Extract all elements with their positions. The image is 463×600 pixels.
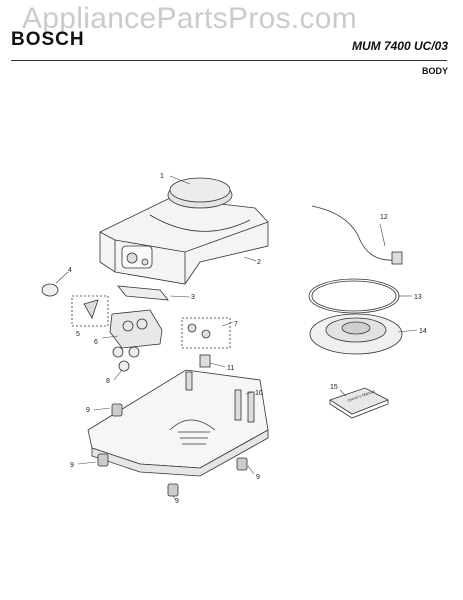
callout-9-b: 9 (70, 462, 74, 469)
part-group-box-7 (181, 317, 231, 349)
foot-part (97, 403, 248, 497)
housing-part (99, 177, 269, 285)
callout-5: 5 (76, 331, 80, 338)
owners-manual-part (329, 387, 389, 415)
knob-cap-part (41, 283, 59, 297)
buttons-part (112, 346, 140, 372)
model-number: MUM 7400 UC/03 (351, 39, 448, 53)
trim-strip-part (117, 285, 169, 301)
callout-8: 8 (106, 378, 110, 385)
callout-2: 2 (257, 259, 261, 266)
callout-6: 6 (94, 339, 98, 346)
leader-lines (55, 175, 418, 501)
power-cord-part (311, 205, 396, 261)
callout-13: 13 (414, 294, 422, 301)
callout-12: 12 (380, 214, 388, 221)
brand-logo: BOSCH (11, 29, 85, 50)
callout-9-a: 9 (86, 407, 90, 414)
callout-9-c: 9 (175, 498, 179, 505)
callout-15: 15 (330, 384, 338, 391)
callout-7: 7 (234, 321, 238, 328)
callout-14: 14 (419, 328, 427, 335)
part-group-box-5 (71, 295, 109, 327)
callout-4: 4 (68, 267, 72, 274)
control-panel-part (109, 309, 163, 349)
callout-labels: 1 2 3 4 5 6 7 8 9 9 9 9 10 11 12 13 14 1… (68, 173, 427, 505)
watermark-text: AppliancePartsPros.com (22, 2, 358, 35)
header-rule (11, 60, 447, 61)
switch-part (199, 354, 211, 368)
base-plate-part (87, 369, 269, 477)
callout-10: 10 (255, 390, 263, 397)
callout-1: 1 (160, 173, 164, 180)
section-title: BODY (421, 66, 448, 76)
seal-ring-part (308, 278, 400, 314)
callout-3: 3 (191, 294, 195, 301)
drive-disk-part (309, 313, 403, 355)
callout-9-d: 9 (256, 474, 260, 481)
callout-11: 11 (227, 365, 234, 372)
